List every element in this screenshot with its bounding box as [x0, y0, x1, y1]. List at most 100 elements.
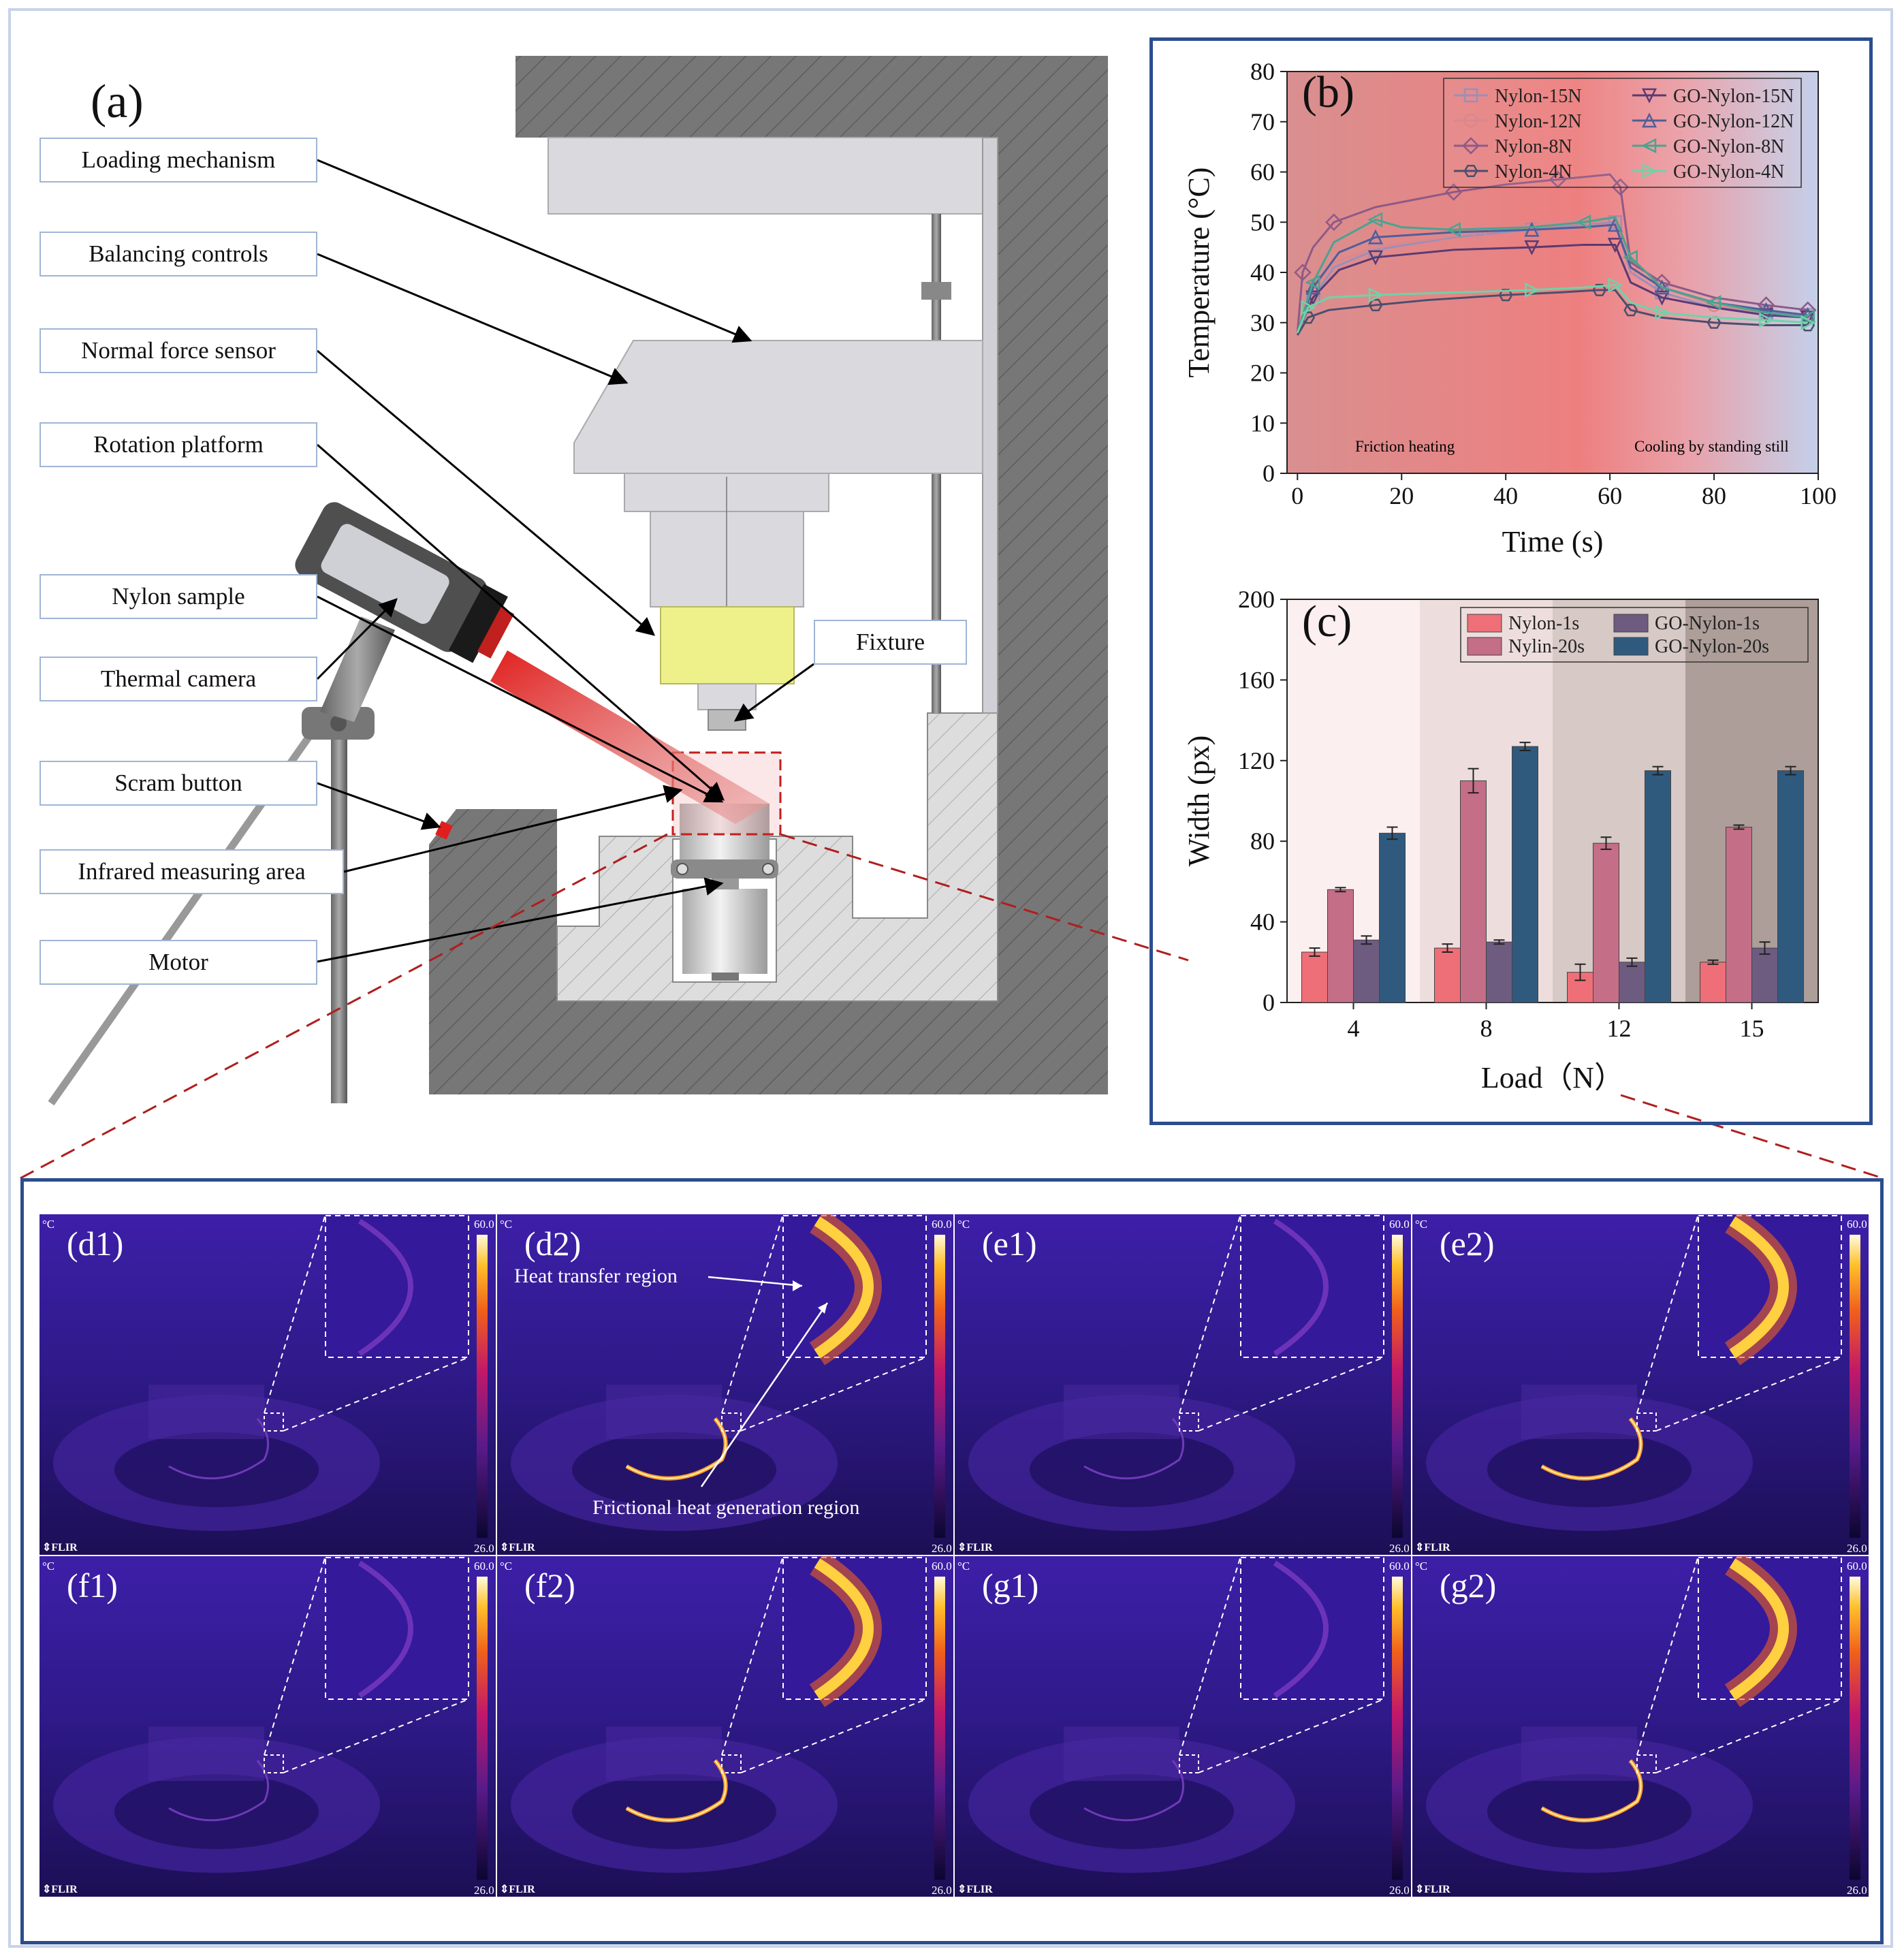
legend-swatch [1467, 637, 1502, 656]
color-scale-bar [1850, 1235, 1860, 1538]
legend-label: GO-Nylon-12N [1673, 111, 1794, 132]
legend-swatch [1613, 637, 1649, 656]
data-point [1706, 295, 1721, 311]
zoom-source-box [721, 1412, 742, 1432]
x-tick-label: 80 [1702, 482, 1726, 509]
legend-label: Nylin-20s [1508, 636, 1585, 657]
inset-heat-band [358, 1218, 413, 1357]
bar-GO-Nylon-20s [1379, 832, 1406, 1003]
leader-normal-force [317, 349, 656, 636]
callout-scram-button: Scram button [39, 761, 317, 806]
y-tick-label: 0 [1263, 460, 1275, 487]
apparatus-drawing [48, 56, 1108, 1106]
color-scale-bar [934, 1235, 945, 1538]
series-line [1296, 283, 1808, 334]
callout-thermal-camera: Thermal camera [39, 657, 317, 701]
contact-arc-core [1541, 1418, 1642, 1479]
series-line [1296, 216, 1808, 333]
machine-silhouette [572, 1774, 776, 1849]
data-point [1642, 163, 1657, 179]
inset-heat-band [1273, 1218, 1329, 1357]
legend-label: Nylon-15N [1495, 86, 1582, 107]
data-point [1462, 137, 1480, 155]
panel-label: (d1) [67, 1225, 123, 1263]
callout-infrared-area: Infrared measuring area [39, 849, 344, 894]
data-point [1654, 290, 1670, 306]
callout-nylon-sample: Nylon sample [39, 574, 317, 619]
machine-silhouette [1030, 1774, 1234, 1849]
zoom-line [1636, 1556, 1699, 1756]
inset-heat-band [1729, 1216, 1789, 1359]
machine-silhouette [1521, 1385, 1637, 1439]
annotation-arrow [700, 1302, 829, 1487]
zoom-line [1198, 1357, 1384, 1432]
machine-silhouette [114, 1432, 319, 1507]
data-point [1759, 313, 1775, 328]
zoom-source-box [264, 1754, 284, 1773]
flir-brand: ⇕FLIR [957, 1884, 993, 1895]
bar-Nylin-20s [1726, 826, 1752, 1003]
x-tick-label: 12 [1607, 1015, 1632, 1042]
callout-balancing-controls: Balancing controls [39, 232, 317, 277]
y-tick-label: 120 [1238, 747, 1275, 774]
frame-left-block [429, 809, 557, 1001]
color-scale-bar [1850, 1577, 1860, 1880]
unit-label: °C [957, 1560, 970, 1573]
legend-box [1460, 607, 1809, 663]
zoom-line [283, 1699, 469, 1773]
inset-heat-band [1729, 1558, 1789, 1701]
series-GO-Nylon-4N [1296, 277, 1816, 334]
leader-fixture [733, 663, 814, 722]
tripod-knob [330, 715, 347, 731]
inset-heat-band [358, 1560, 413, 1699]
bar-GO-Nylon-20s [1512, 746, 1538, 1003]
machine-silhouette [148, 1385, 264, 1439]
x-axis-label: Time (s) [1502, 525, 1604, 558]
data-point [1622, 249, 1638, 265]
data-point [1368, 240, 1383, 255]
scale-max: 60.0 [1847, 1218, 1867, 1231]
x-tick-label: 20 [1389, 482, 1414, 509]
unit-label: °C [500, 1560, 512, 1573]
motor-foot [712, 973, 739, 981]
y-tick-label: 60 [1250, 159, 1275, 186]
y-tick-label: 80 [1250, 827, 1275, 855]
scale-max: 60.0 [932, 1218, 952, 1231]
legend-label: GO-Nylon-15N [1673, 86, 1794, 107]
zoom-guides [20, 833, 1884, 1180]
data-point [1607, 238, 1623, 253]
color-scale-bar [477, 1577, 488, 1880]
y-tick-label: 40 [1250, 909, 1275, 936]
scale-min: 26.0 [1847, 1884, 1867, 1897]
data-point [1368, 287, 1384, 303]
callout-fixture: Fixture [814, 620, 967, 665]
bar-GO-Nylon-1s [1751, 947, 1778, 1003]
legend-label: GO-Nylon-20s [1655, 636, 1769, 657]
bar-GO-Nylon-20s [1777, 770, 1804, 1003]
data-point [1498, 289, 1513, 302]
series-line [1296, 216, 1808, 333]
zoom-source-box [1636, 1412, 1657, 1432]
zoom-line [1655, 1357, 1842, 1432]
legend-label: GO-Nylon-1s [1655, 613, 1760, 634]
y-tick-label: 70 [1250, 108, 1275, 136]
panel-label: (d2) [524, 1225, 581, 1263]
machine-silhouette [1521, 1726, 1637, 1781]
panel-label: (f1) [67, 1566, 118, 1605]
zoom-inset [1240, 1557, 1384, 1700]
leader-nylon [317, 595, 724, 803]
machine-silhouette [1064, 1385, 1179, 1439]
legend-swatch [1467, 614, 1502, 633]
bar-Nylon-1s [1301, 951, 1328, 1003]
zoom-line [1636, 1214, 1699, 1414]
y-tick-label: 30 [1250, 309, 1275, 336]
machine-silhouette [1064, 1726, 1179, 1781]
legend-label: Nylon-4N [1495, 161, 1572, 183]
flir-brand: ⇕FLIR [500, 1884, 535, 1895]
